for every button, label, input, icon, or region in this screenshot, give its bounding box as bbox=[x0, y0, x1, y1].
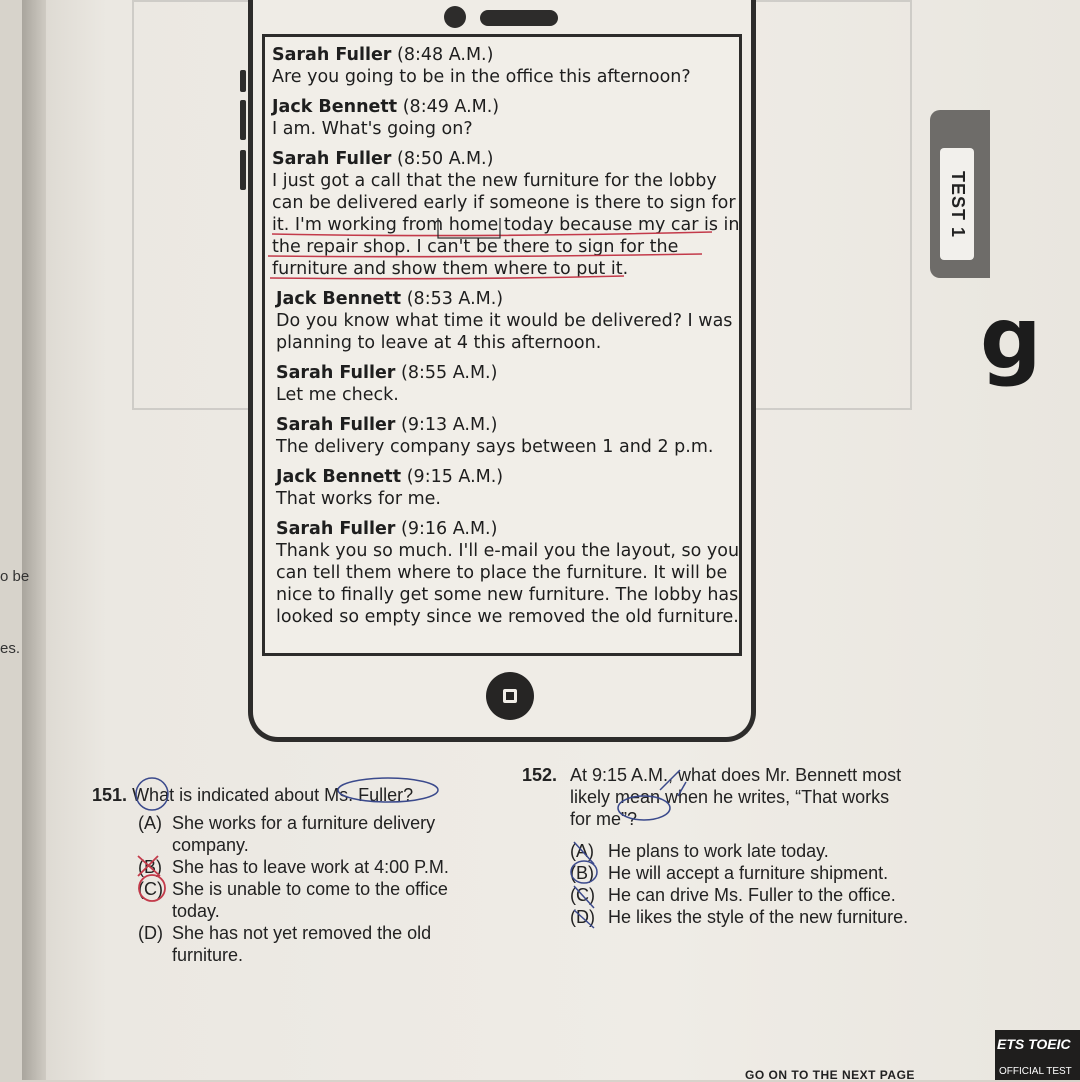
option-text: He likes the style of the new furniture. bbox=[608, 907, 909, 927]
answer-option-a[interactable]: (A) She works for a furniture delivery c… bbox=[138, 812, 492, 856]
message-text: Thank you so much. I'll e-mail you the l… bbox=[276, 541, 740, 627]
chat-message: Sarah Fuller (8:50 A.M.) I just got a ca… bbox=[272, 148, 742, 280]
section-tab-label: TEST 1 bbox=[947, 170, 968, 238]
option-text: He will accept a furniture shipment. bbox=[608, 863, 889, 883]
question-header: 152. At 9:15 A.M., what does Mr. Bennett… bbox=[522, 764, 922, 830]
option-text: She has to leave work at 4:00 P.M. bbox=[172, 857, 449, 877]
answer-option-b[interactable]: (B) He will accept a furniture shipment. bbox=[570, 862, 922, 884]
camera-icon bbox=[444, 6, 466, 28]
section-tab: TEST 1 bbox=[930, 110, 990, 278]
message-time: (9:15 A.M.) bbox=[406, 467, 504, 487]
message-time: (9:16 A.M.) bbox=[401, 519, 498, 539]
option-text: He can drive Ms. Fuller to the office. bbox=[608, 885, 896, 905]
message-text: I am. What's going on? bbox=[272, 119, 473, 139]
text-message-chain: Sarah Fuller (8:48 A.M.) Are you going t… bbox=[272, 44, 742, 636]
message-sender: Sarah Fuller bbox=[276, 363, 396, 383]
answer-option-c[interactable]: (C) He can drive Ms. Fuller to the offic… bbox=[570, 884, 922, 906]
phone-side-button-3 bbox=[240, 150, 246, 190]
phone-side-button-2 bbox=[240, 100, 246, 140]
message-time: (8:48 A.M.) bbox=[397, 45, 494, 65]
message-sender: Jack Bennett bbox=[276, 467, 402, 487]
message-text: Are you going to be in the office this a… bbox=[272, 67, 691, 87]
question-number: 151. bbox=[92, 785, 128, 805]
chat-message: Jack Bennett (8:53 A.M.) Do you know wha… bbox=[276, 288, 742, 354]
message-sender: Sarah Fuller bbox=[276, 519, 396, 539]
chat-message: Jack Bennett (8:49 A.M.) I am. What's go… bbox=[272, 96, 742, 140]
margin-fragment-2: es. bbox=[0, 640, 21, 657]
question-151: 151. What is indicated about Ms. Fuller?… bbox=[92, 784, 492, 966]
option-text: She is unable to come to the office toda… bbox=[172, 879, 448, 921]
option-text: He plans to work late today. bbox=[608, 841, 829, 861]
home-square-icon bbox=[503, 689, 517, 703]
message-sender: Sarah Fuller bbox=[276, 415, 396, 435]
badge-subtitle: OFFICIAL TEST bbox=[999, 1066, 1072, 1077]
chat-message: Sarah Fuller (9:16 A.M.) Thank you so mu… bbox=[276, 518, 742, 628]
chat-message: Jack Bennett (9:15 A.M.) That works for … bbox=[276, 466, 742, 510]
message-time: (8:49 A.M.) bbox=[402, 97, 500, 117]
option-letter: (A) bbox=[570, 841, 594, 861]
message-text: That works for me. bbox=[276, 489, 441, 509]
margin-fragment-1: o be bbox=[0, 568, 30, 585]
phone-screen bbox=[262, 34, 742, 656]
message-text: The delivery company says between 1 and … bbox=[276, 437, 714, 457]
option-letter: (C) bbox=[138, 879, 163, 899]
message-time: (8:55 A.M.) bbox=[401, 363, 498, 383]
chat-message: Sarah Fuller (8:48 A.M.) Are you going t… bbox=[272, 44, 742, 88]
message-text: Let me check. bbox=[276, 385, 399, 405]
question-stem: At 9:15 A.M., what does Mr. Bennett most… bbox=[570, 765, 902, 829]
message-sender: Jack Bennett bbox=[272, 97, 398, 117]
message-text: Do you know what time it would be delive… bbox=[276, 311, 733, 353]
option-text: She has not yet removed the old furnitur… bbox=[172, 923, 432, 965]
home-button-icon bbox=[486, 672, 534, 720]
option-letter: (C) bbox=[570, 885, 595, 905]
answer-options: (A) She works for a furniture delivery c… bbox=[138, 812, 492, 966]
answer-option-d[interactable]: (D) She has not yet removed the old furn… bbox=[138, 922, 492, 966]
section-tab-label-box: TEST 1 bbox=[940, 148, 974, 260]
phone-side-button-1 bbox=[240, 70, 246, 92]
speaker-icon bbox=[480, 10, 558, 26]
question-152: 152. At 9:15 A.M., what does Mr. Bennett… bbox=[522, 764, 922, 928]
question-stem: What is indicated about Ms. Fuller? bbox=[132, 785, 414, 805]
message-sender: Sarah Fuller bbox=[272, 149, 392, 169]
question-number: 152. bbox=[522, 765, 558, 785]
option-letter: (B) bbox=[138, 857, 162, 877]
badge-title: ETS TOEIC bbox=[997, 1036, 1071, 1052]
option-letter: (A) bbox=[138, 813, 162, 833]
message-text: I just got a call that the new furniture… bbox=[272, 171, 740, 279]
message-time: (8:50 A.M.) bbox=[397, 149, 494, 169]
message-time: (8:53 A.M.) bbox=[406, 289, 504, 309]
publisher-badge: ETS TOEIC OFFICIAL TEST bbox=[995, 1030, 1080, 1080]
answer-options: (A) He plans to work late today. (B) He … bbox=[570, 840, 922, 928]
answer-option-b[interactable]: (B) She has to leave work at 4:00 P.M. bbox=[138, 856, 492, 878]
message-time: (9:13 A.M.) bbox=[401, 415, 498, 435]
option-letter: (D) bbox=[138, 923, 163, 943]
page-gutter-shadow bbox=[22, 0, 46, 1080]
answer-option-d[interactable]: (D) He likes the style of the new furnit… bbox=[570, 906, 922, 928]
option-letter: (B) bbox=[570, 863, 594, 883]
option-letter: (D) bbox=[570, 907, 595, 927]
side-heading-letter: g bbox=[980, 289, 1042, 389]
message-sender: Sarah Fuller bbox=[272, 45, 392, 65]
chat-message: Sarah Fuller (8:55 A.M.) Let me check. bbox=[276, 362, 742, 406]
answer-option-a[interactable]: (A) He plans to work late today. bbox=[570, 840, 922, 862]
chat-message: Sarah Fuller (9:13 A.M.) The delivery co… bbox=[276, 414, 742, 458]
option-text: She works for a furniture delivery compa… bbox=[172, 813, 436, 855]
next-page-note: GO ON TO THE NEXT PAGE bbox=[745, 1068, 915, 1082]
message-sender: Jack Bennett bbox=[276, 289, 402, 309]
answer-option-c[interactable]: (C) She is unable to come to the office … bbox=[138, 878, 492, 922]
